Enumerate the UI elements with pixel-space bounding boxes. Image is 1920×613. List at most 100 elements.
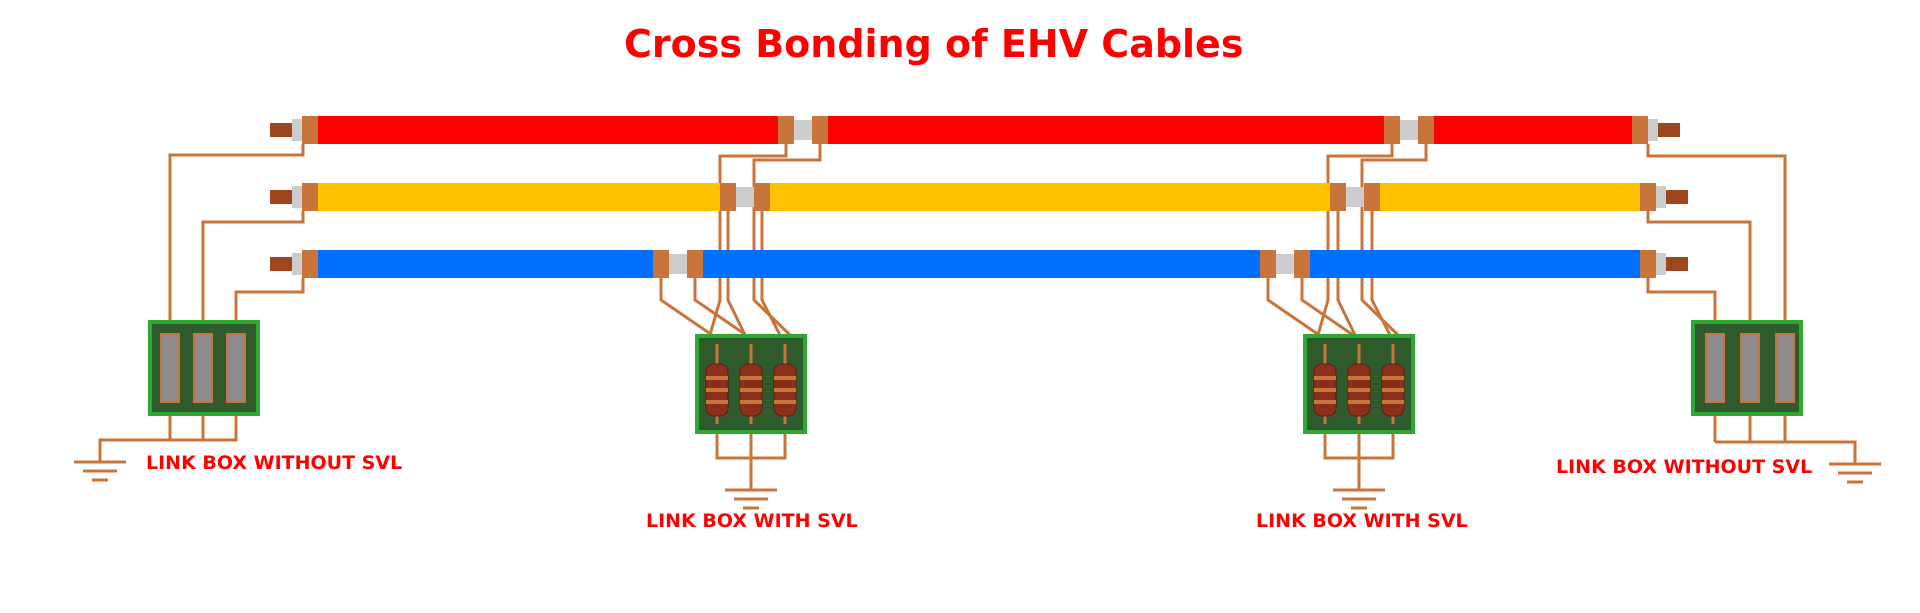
svl-band	[1382, 400, 1404, 404]
label-link-box-left: LINK BOX WITHOUT SVL	[146, 452, 403, 474]
wire-j1-blue-a	[659, 278, 713, 337]
joint-insulation	[1276, 254, 1294, 274]
joint-sheath-right	[1418, 116, 1434, 144]
svl-band	[1382, 388, 1404, 392]
ground-lead	[98, 414, 238, 462]
cable-segment	[1310, 250, 1640, 278]
sheath-end-left	[302, 116, 318, 144]
link-bar	[1705, 333, 1725, 403]
link-box-center-right	[1303, 334, 1415, 434]
joint-sheath-left	[1260, 250, 1276, 278]
sheath-end-right	[1640, 250, 1656, 278]
svl-band	[706, 376, 728, 380]
link-bar	[1740, 333, 1760, 403]
label-link-box-right: LINK BOX WITHOUT SVL	[1556, 456, 1813, 478]
link-bar	[193, 333, 213, 403]
joint-sheath-right	[1364, 183, 1380, 211]
joint-sheath-left	[1384, 116, 1400, 144]
conductor-end-right	[1658, 123, 1680, 137]
joint-sheath-right	[687, 250, 703, 278]
bonding-wires	[98, 144, 1857, 490]
svl-band	[1348, 400, 1370, 404]
insulation-left	[292, 186, 302, 208]
insulation-right	[1656, 186, 1666, 208]
wire-left-red	[168, 144, 305, 325]
joint-sheath-left	[653, 250, 669, 278]
label-link-box-center-left: LINK BOX WITH SVL	[646, 510, 858, 532]
conductor-end-right	[1666, 257, 1688, 271]
diagram-title: Cross Bonding of EHV Cables	[624, 22, 1244, 66]
wire-j2-yellow-a	[1336, 211, 1357, 336]
insulation-right	[1656, 253, 1666, 275]
sheath-end-left	[302, 183, 318, 211]
joint-insulation	[794, 120, 812, 140]
sheath-end-right	[1632, 116, 1648, 144]
svl-band	[1348, 376, 1370, 380]
joint-sheath-left	[778, 116, 794, 144]
wire-j2-red-b	[1360, 144, 1428, 337]
conductor-end-left	[270, 257, 292, 271]
joint-sheath-right	[754, 183, 770, 211]
ground-center-right	[1333, 488, 1385, 510]
svl-band	[774, 376, 796, 380]
link-boxes	[148, 320, 1803, 434]
svl-band	[1314, 388, 1336, 392]
wire-j1-red-a	[708, 144, 788, 336]
cable-segment	[318, 183, 720, 211]
cable-segment	[703, 250, 1260, 278]
insulation-left	[292, 253, 302, 275]
wire-j2-blue-b	[1300, 278, 1354, 337]
svl-band	[774, 388, 796, 392]
link-box-center-left	[695, 334, 807, 434]
joint-insulation	[669, 254, 687, 274]
sheath-end-right	[1640, 183, 1656, 211]
joint-sheath-left	[720, 183, 736, 211]
svl-band	[1314, 376, 1336, 380]
conductor-end-left	[270, 123, 292, 137]
insulation-left	[292, 119, 302, 141]
wire-j1-blue-b	[693, 278, 747, 337]
wire-j2-red-a	[1316, 144, 1394, 336]
ground-lead	[1783, 414, 1857, 464]
cable-segment	[1434, 116, 1632, 144]
cable-segment	[1380, 183, 1640, 211]
label-link-box-center-right: LINK BOX WITH SVL	[1256, 510, 1468, 532]
link-box-left	[148, 320, 260, 416]
svl-band	[706, 388, 728, 392]
joint-sheath-left	[1330, 183, 1346, 211]
joint-insulation	[1400, 120, 1418, 140]
wire-j1-yellow-a	[726, 211, 747, 336]
sheath-end-left	[302, 250, 318, 278]
wire-j1-red-b	[752, 144, 822, 337]
wire-j1-yellow-b	[760, 211, 782, 336]
cable-segment	[318, 250, 653, 278]
svl-band	[740, 400, 762, 404]
ground-left	[74, 460, 126, 482]
svl-band	[740, 376, 762, 380]
joint-sheath-right	[812, 116, 828, 144]
svl-band	[774, 400, 796, 404]
insulation-right	[1648, 119, 1658, 141]
wire-left-yellow	[201, 211, 305, 325]
svl-band	[1348, 388, 1370, 392]
wire-left-blue	[234, 278, 305, 325]
wire-right-blue	[1646, 278, 1717, 325]
ground-right	[1829, 462, 1881, 484]
conductor-end-left	[270, 190, 292, 204]
wire-right-red	[1646, 144, 1787, 325]
ground-center-left	[725, 488, 777, 510]
cable-segment	[770, 183, 1330, 211]
cable-segment	[828, 116, 1384, 144]
svl-band	[706, 400, 728, 404]
svl-band	[740, 388, 762, 392]
joint-insulation	[1346, 187, 1364, 207]
link-bar	[1775, 333, 1795, 403]
joint-insulation	[736, 187, 754, 207]
link-box-right	[1691, 320, 1803, 416]
svl-band	[1314, 400, 1336, 404]
cable-segment	[318, 116, 778, 144]
joint-sheath-right	[1294, 250, 1310, 278]
cables	[270, 116, 1688, 278]
svl-band	[1382, 376, 1404, 380]
